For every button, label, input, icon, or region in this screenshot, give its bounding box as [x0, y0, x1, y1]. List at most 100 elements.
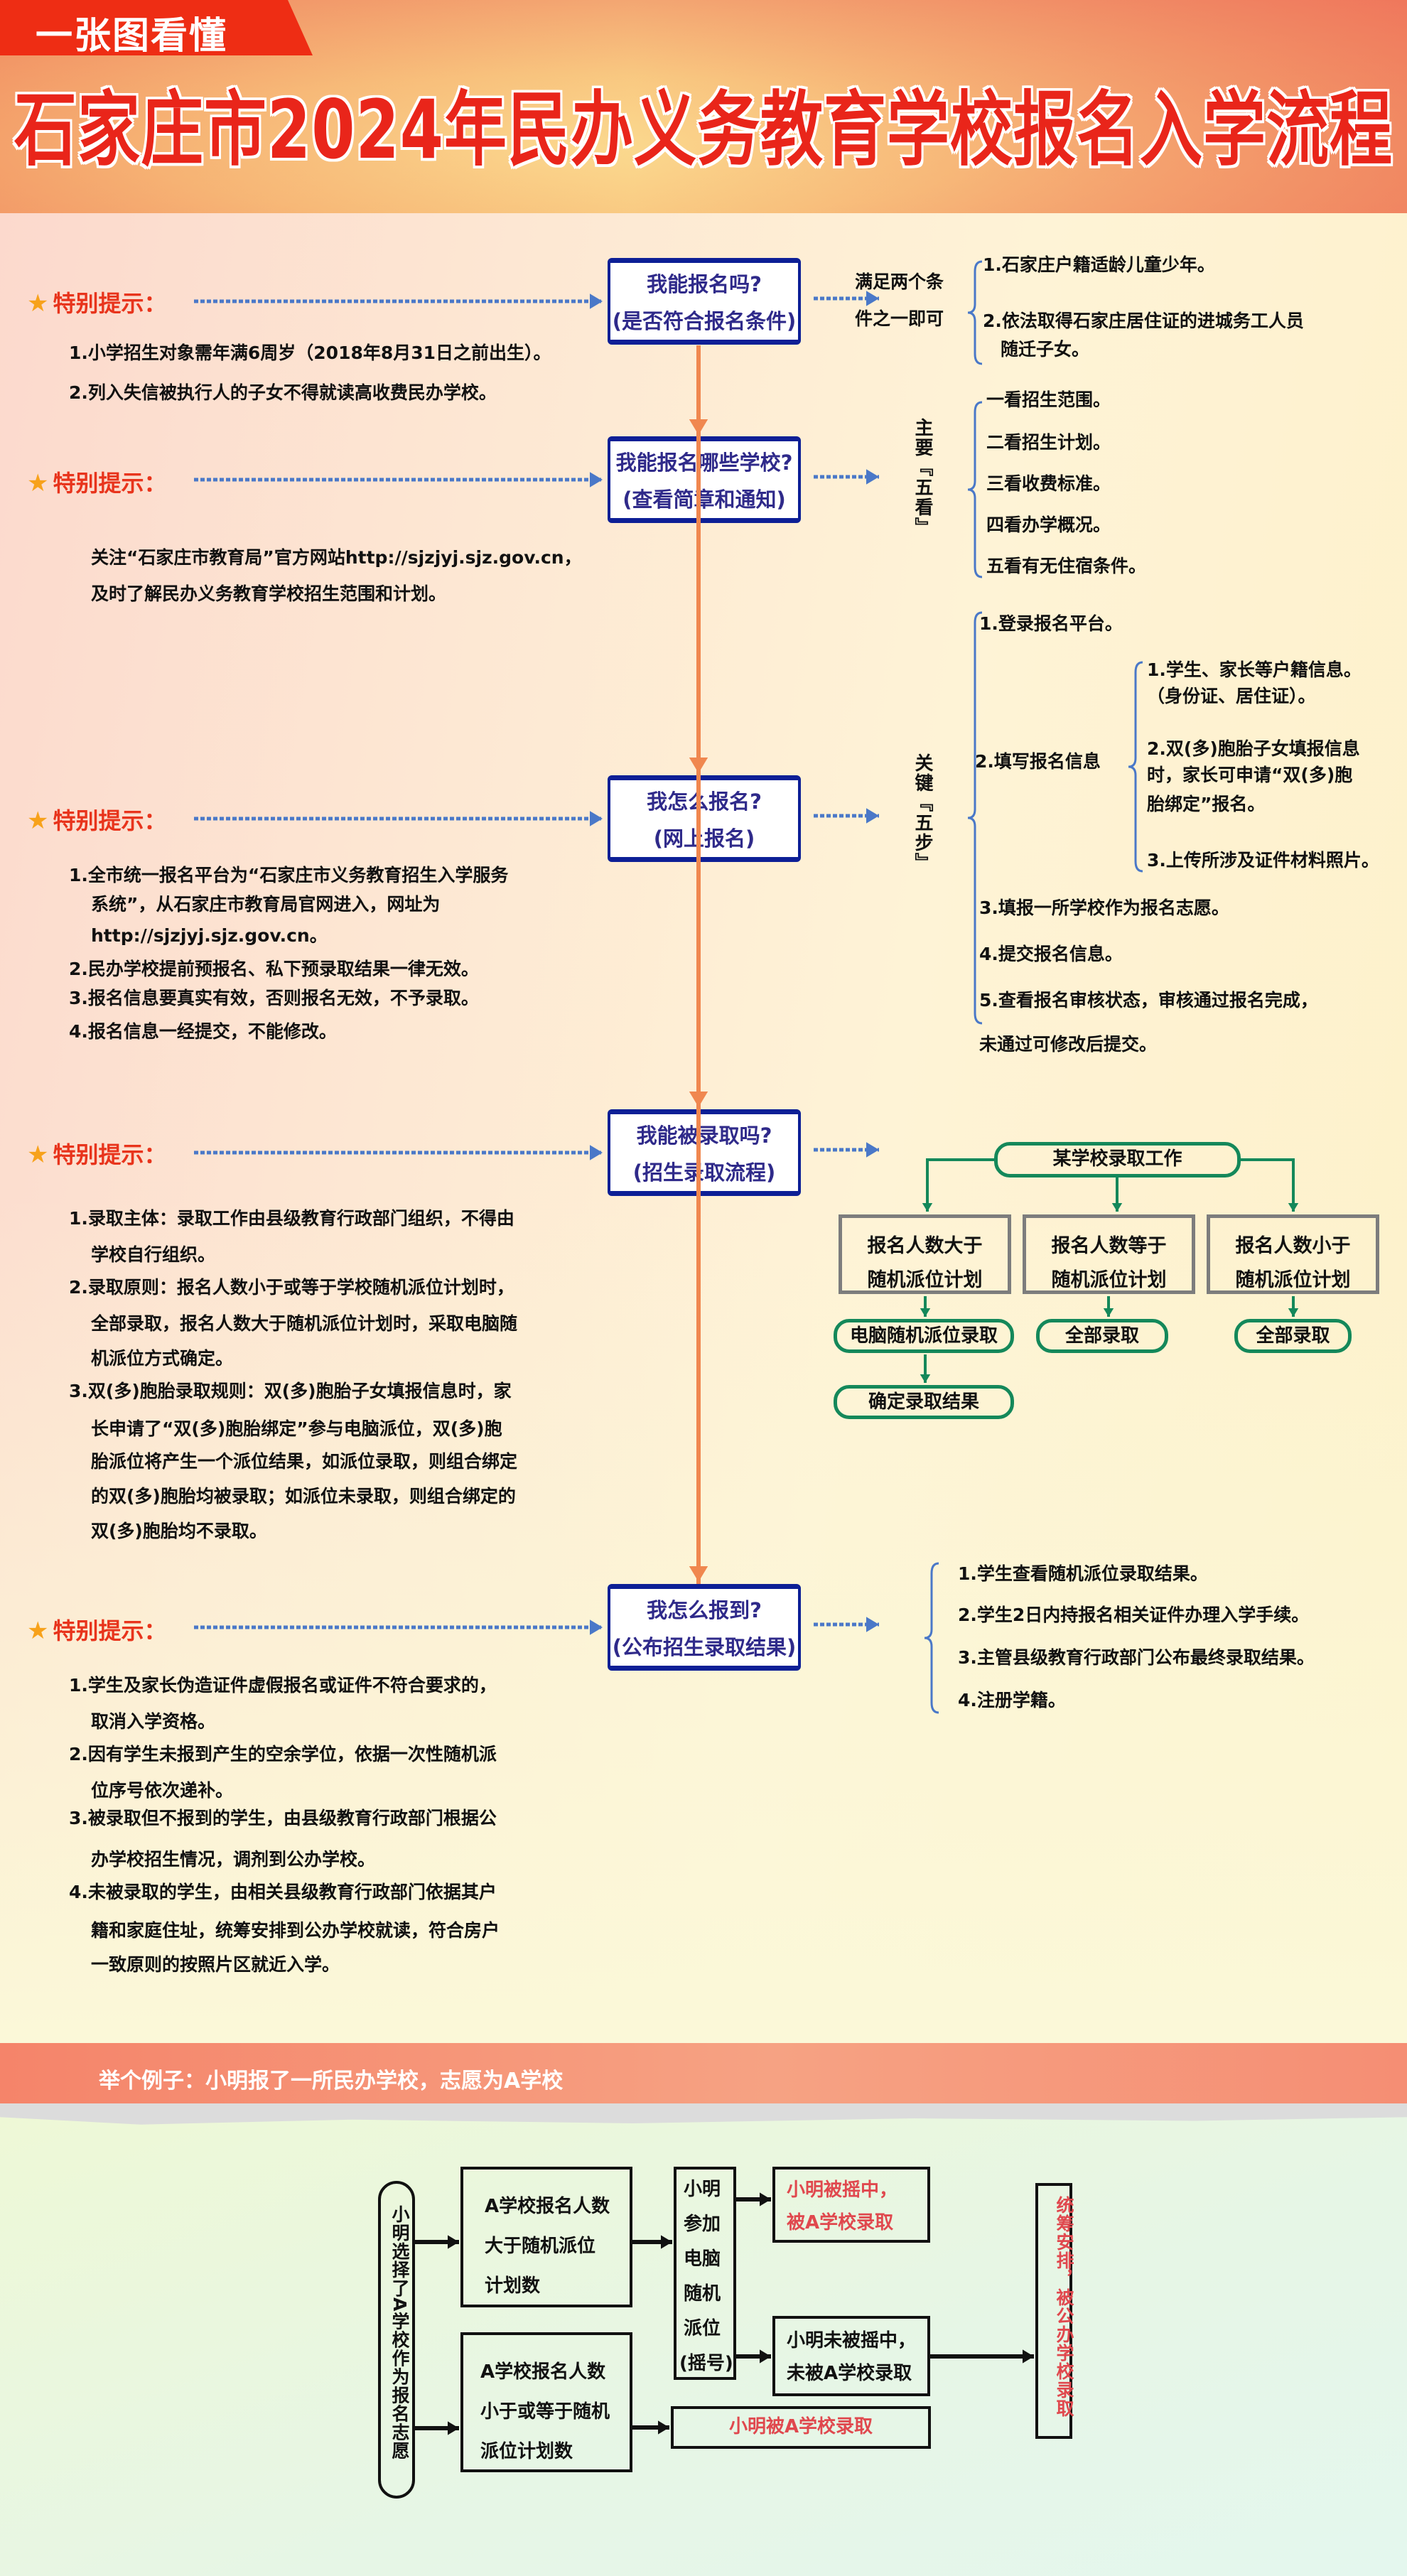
- case-line: 报名人数大于: [867, 1235, 983, 1257]
- note-line: 3.双(多)胞胎录取规则：双(多)胞胎子女填报信息时，家: [69, 1381, 512, 1402]
- note-line: 2.列入失信被执行人的子女不得就读高收费民办学校。: [69, 382, 497, 403]
- report-item: 4.注册学籍。: [958, 1690, 1066, 1710]
- page-title: 石家庄市2024年民办义务教育学校报名入学流程: [14, 82, 1393, 178]
- example-banner-text: 举个例子：小明报了一所民办学校，志愿为A学校: [99, 2069, 564, 2093]
- note-line: 2.民办学校提前预报名、私下预录取结果一律无效。: [69, 959, 479, 979]
- public-school-text: 统筹安排，被公办学校录取: [1054, 2196, 1074, 2418]
- register-step: 5.查看报名审核状态，审核通过报名完成，: [979, 990, 1318, 1011]
- note-line: 双(多)胞胎均不录取。: [91, 1521, 267, 1542]
- special-tip-2: ★特别提示：: [27, 465, 167, 498]
- note-line: 籍和家庭住址，统筹安排到公办学校就读，符合房户: [91, 1920, 500, 1941]
- step-question: 我能报名吗?: [647, 272, 762, 296]
- result-all-admitted: 全部录取: [1036, 1319, 1168, 1353]
- note-line: 及时了解民办义务教育学校招生范围和计划。: [91, 583, 447, 604]
- note-line: 3.被录取但不报到的学生，由县级教育行政部门根据公: [69, 1808, 497, 1828]
- lottery-box: 小明参加电脑随机派位(摇号): [674, 2167, 736, 2380]
- note-text: 双(多)胞胎均不录取。: [91, 1521, 267, 1541]
- note-text: 长申请了“双(多)胞胎绑定”参与电脑派位，双(多)胞: [91, 1418, 502, 1439]
- note-line: 4.报名信息一经提交，不能修改。: [69, 1021, 337, 1042]
- lose-line: 小明未被摇中，: [787, 2330, 917, 2351]
- note-lead: 1.录取主体：: [69, 1208, 177, 1229]
- step-box-eligibility: 我能报名吗? (是否符合报名条件): [608, 258, 801, 345]
- case-line: 小于或等于随机: [480, 2401, 610, 2423]
- star-icon: ★: [27, 1617, 49, 1645]
- result-all-admitted: 全部录取: [1234, 1319, 1352, 1353]
- report-item: 3.主管县级教育行政部门公布最终录取结果。: [958, 1647, 1315, 1668]
- register-substep: （身份证、居住证）。: [1147, 686, 1316, 706]
- process-area: [0, 213, 1407, 2043]
- note-line: 关注“石家庄市教育局”官方网站http://sjzjyj.sjz.gov.cn，: [91, 547, 582, 568]
- case-line: 报名人数等于: [1051, 1235, 1167, 1257]
- note-line: 取消入学资格。: [91, 1711, 216, 1732]
- note-text: 报名人数小于或等于学校随机派位计划时，: [176, 1277, 514, 1298]
- star-icon: ★: [27, 289, 49, 318]
- case-line: 随机派位计划: [1051, 1269, 1167, 1291]
- case-box-less: 报名人数小于随机派位计划: [1207, 1214, 1379, 1294]
- register-substep: 胎绑定”报名。: [1147, 794, 1266, 814]
- case-less-box: A学校报名人数小于或等于随机派位计划数: [460, 2332, 632, 2472]
- star-icon: ★: [27, 807, 49, 835]
- example-area: [0, 2107, 1407, 2576]
- special-tip-3: ★特别提示：: [27, 803, 167, 836]
- step-question: 我怎么报到?: [647, 1598, 762, 1622]
- register-step: 2.填写报名信息: [975, 751, 1101, 772]
- lottery-line: 参加: [684, 2214, 721, 2235]
- win-line: 被A学校录取: [787, 2212, 894, 2233]
- step-subtitle: (网上报名): [653, 826, 755, 851]
- lottery-line: 派位: [684, 2318, 721, 2339]
- lottery-line: 随机: [684, 2283, 721, 2305]
- case-line: 计划数: [485, 2275, 541, 2297]
- note-line: 机派位方式确定。: [91, 1348, 233, 1369]
- case-line: 报名人数小于: [1235, 1235, 1351, 1257]
- note-text: 机派位方式确定。: [91, 1348, 234, 1369]
- case-line: 随机派位计划: [867, 1269, 983, 1291]
- case-box-equal: 报名人数等于随机派位计划: [1023, 1214, 1195, 1294]
- tip-label: 特别提示：: [53, 290, 167, 317]
- step-question: 我能被录取吗?: [636, 1123, 772, 1148]
- special-tip-1: ★特别提示：: [27, 286, 167, 318]
- note-line: 办学校招生情况，调剂到公办学校。: [91, 1849, 376, 1870]
- register-substep: 时，家长可申请“双(多)胞: [1147, 765, 1353, 785]
- look-item: 二看招生计划。: [986, 432, 1111, 453]
- lose-line: 未被A学校录取: [787, 2363, 912, 2384]
- public-school-box: 统筹安排，被公办学校录取: [1035, 2183, 1074, 2439]
- lose-box: 小明未被摇中， 未被A学校录取: [772, 2316, 930, 2396]
- look-item: 五看有无住宿条件。: [986, 556, 1147, 576]
- special-tip-5: ★特别提示：: [27, 1613, 167, 1646]
- five-steps-label: 关键『五步』: [912, 753, 933, 873]
- note-line: 位序号依次递补。: [91, 1780, 234, 1801]
- register-substep: 1.学生、家长等户籍信息。: [1147, 659, 1362, 680]
- note-line: 1.小学招生对象需年满6周岁（2018年8月31日之前出生）。: [69, 343, 551, 363]
- condition-item: 随迁子女。: [1001, 339, 1090, 360]
- note-lead: 3.双(多)胞胎录取规则：: [69, 1381, 264, 1401]
- note-line: 1.学生及家长伪造证件虚假报名或证件不符合要求的，: [69, 1675, 497, 1696]
- condition-label: 满足两个条: [855, 271, 944, 292]
- step-subtitle: (是否符合报名条件): [612, 309, 797, 333]
- step-box-register: 我怎么报名?(网上报名): [608, 775, 801, 862]
- note-line: 3.报名信息要真实有效，否则报名无效，不予录取。: [69, 988, 479, 1008]
- step-box-report: 我怎么报到?(公布招生录取结果): [608, 1584, 801, 1671]
- five-looks-label: 主要『五看』: [912, 418, 933, 537]
- register-substep: 2.双(多)胞胎子女填报信息: [1147, 738, 1360, 759]
- register-step: 未通过可修改后提交。: [979, 1034, 1158, 1055]
- case-line: A学校报名人数: [480, 2361, 606, 2383]
- step-subtitle: (招生录取流程): [632, 1160, 776, 1185]
- lottery-line: 电脑: [684, 2248, 721, 2270]
- lottery-line: 小明: [684, 2179, 721, 2200]
- look-item: 三看收费标准。: [986, 473, 1111, 494]
- note-line: 系统”，从石家庄市教育局官网进入，网址为: [91, 894, 441, 915]
- look-item: 一看招生范围。: [986, 389, 1111, 410]
- step-question: 我能报名哪些学校?: [615, 451, 793, 475]
- note-text: 双(多)胞胎子女填报信息时，家: [264, 1381, 512, 1401]
- choice-pill: 小明选择了A学校作为报名志愿: [378, 2181, 415, 2499]
- note-line: 的双(多)胞胎均被录取；如派位未录取，则组合绑定的: [91, 1486, 516, 1507]
- note-line: 胎派位将产生一个派位结果，如派位录取，则组合绑定: [91, 1451, 517, 1472]
- note-line: 长申请了“双(多)胞胎绑定”参与电脑派位，双(多)胞: [91, 1418, 502, 1440]
- register-step: 1.登录报名平台。: [979, 613, 1123, 634]
- result-final: 确定录取结果: [834, 1385, 1014, 1419]
- case-line: 大于随机派位: [485, 2236, 596, 2257]
- case-box-greater: 报名人数大于随机派位计划: [839, 1214, 1011, 1294]
- case-line: 随机派位计划: [1235, 1269, 1351, 1291]
- star-icon: ★: [27, 469, 49, 497]
- register-step: 3.填报一所学校作为报名志愿。: [979, 898, 1229, 918]
